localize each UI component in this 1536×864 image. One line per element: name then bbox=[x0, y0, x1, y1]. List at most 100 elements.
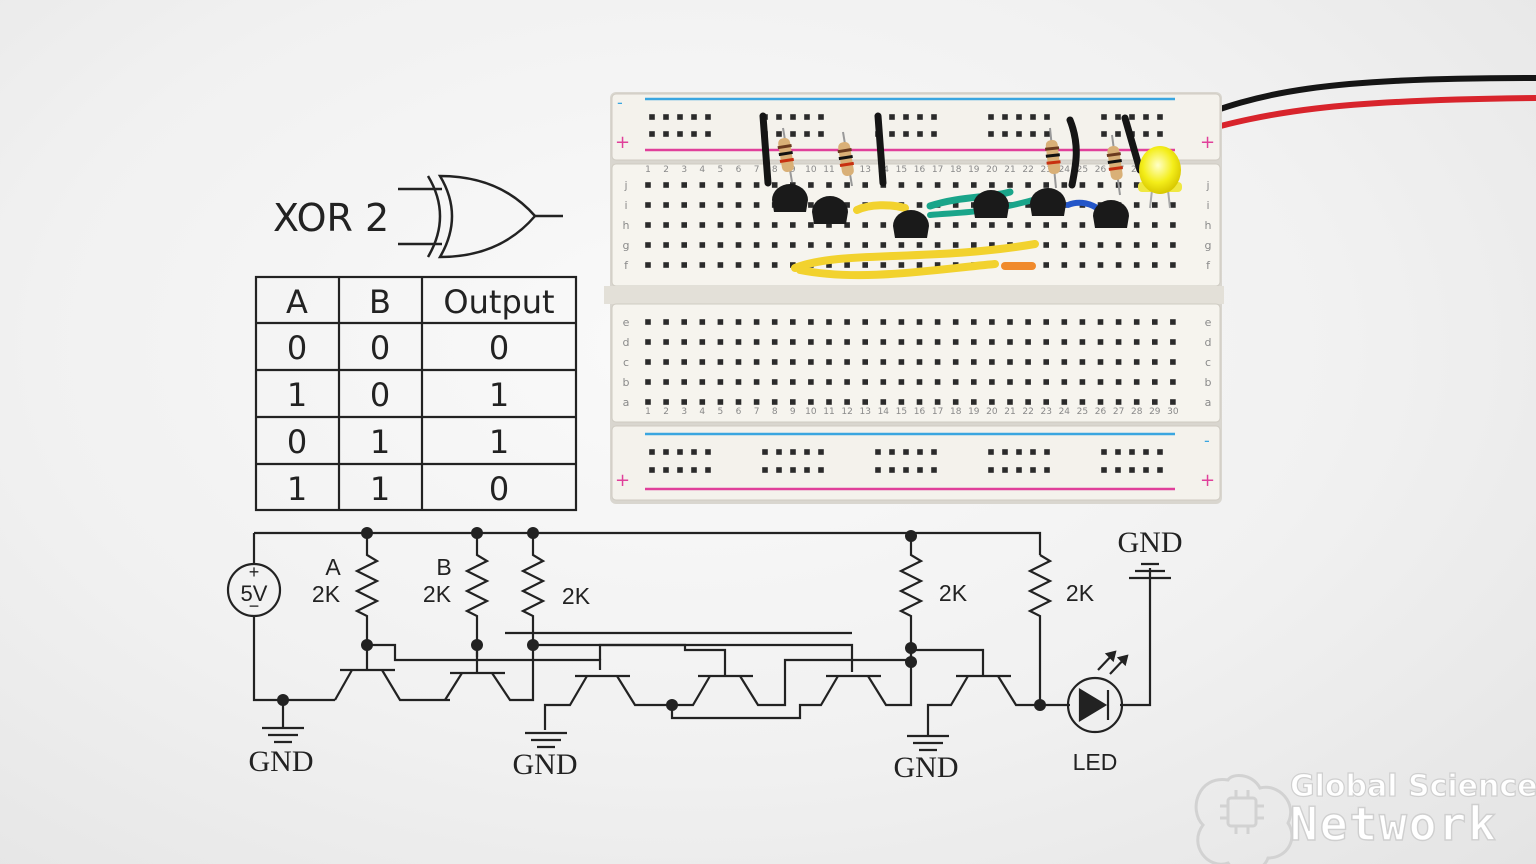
bb-column-number: 15 bbox=[896, 165, 907, 175]
rail-plus-label: + bbox=[615, 132, 630, 153]
bb-hole bbox=[862, 359, 868, 365]
bb-hole bbox=[691, 449, 697, 455]
bb-hole bbox=[663, 222, 669, 228]
bb-hole bbox=[916, 379, 923, 385]
bb-hole bbox=[880, 359, 887, 365]
rail-minus-label: - bbox=[617, 93, 623, 112]
bb-hole bbox=[1133, 399, 1140, 405]
gnd-label-2: GND bbox=[513, 748, 578, 781]
bb-row-label: b bbox=[1205, 376, 1212, 389]
bb-hole bbox=[1002, 449, 1008, 455]
bb-hole bbox=[1152, 262, 1158, 268]
bb-column-number: 19 bbox=[968, 165, 980, 175]
led-label: LED bbox=[1073, 749, 1118, 775]
bb-hole bbox=[952, 379, 959, 385]
bb-row-label: j bbox=[623, 179, 627, 192]
bb-hole bbox=[1143, 114, 1149, 120]
gnd-label-3: GND bbox=[894, 751, 959, 784]
bb-hole bbox=[1016, 449, 1022, 455]
bb-column-number: 9 bbox=[790, 407, 796, 417]
bb-hole bbox=[1025, 202, 1031, 208]
bb-hole bbox=[1133, 182, 1140, 188]
bb-hole bbox=[1097, 182, 1104, 188]
bb-hole bbox=[790, 131, 796, 137]
bb-hole bbox=[1115, 379, 1122, 385]
bb-column-number: 29 bbox=[1149, 407, 1161, 417]
bb-column-number: 19 bbox=[968, 407, 980, 417]
bb-column-number: 8 bbox=[772, 407, 778, 417]
bb-hole bbox=[699, 242, 706, 248]
bb-hole bbox=[988, 114, 994, 120]
bb-column-number: 2 bbox=[663, 165, 669, 175]
bb-hole bbox=[762, 449, 768, 455]
bb-hole bbox=[889, 467, 895, 473]
bb-hole bbox=[1115, 467, 1121, 473]
bb-row-label: c bbox=[1205, 356, 1211, 369]
bb-hole bbox=[1030, 467, 1036, 473]
bb-hole bbox=[663, 182, 669, 188]
bb-hole bbox=[753, 319, 760, 325]
bb-hole bbox=[1170, 222, 1176, 228]
bb-column-number: 3 bbox=[681, 407, 687, 417]
bb-hole bbox=[735, 339, 742, 345]
jumper-black-3 bbox=[1066, 116, 1080, 189]
bb-hole bbox=[1079, 319, 1086, 325]
resistor-b-value: 2K bbox=[423, 581, 452, 607]
bb-column-number: 6 bbox=[736, 407, 742, 417]
bb-hole bbox=[1025, 339, 1031, 345]
bb-hole bbox=[1133, 339, 1140, 345]
bb-hole bbox=[771, 319, 778, 325]
resistor-5-value: 2K bbox=[1066, 580, 1095, 606]
junction-dots bbox=[277, 527, 1046, 711]
bb-hole bbox=[1115, 449, 1121, 455]
bb-hole bbox=[776, 131, 782, 137]
bb-hole bbox=[645, 222, 651, 228]
bb-hole bbox=[1044, 114, 1050, 120]
bb-hole bbox=[771, 379, 778, 385]
led-symbol bbox=[1066, 568, 1152, 734]
bb-column-number: 1 bbox=[645, 165, 651, 175]
transistor-q4 bbox=[598, 643, 911, 707]
bb-hole bbox=[753, 262, 760, 268]
bb-hole bbox=[844, 222, 850, 228]
bb-hole bbox=[663, 359, 669, 365]
bb-hole bbox=[1007, 379, 1013, 385]
bb-column-number: 28 bbox=[1131, 407, 1143, 417]
bb-hole bbox=[1007, 339, 1013, 345]
bb-hole bbox=[952, 339, 959, 345]
bb-hole bbox=[844, 182, 850, 188]
bb-hole bbox=[898, 262, 905, 268]
rail-plus-label-right: + bbox=[1200, 132, 1215, 153]
transistor-5 bbox=[1030, 188, 1066, 216]
bb-row-label: c bbox=[623, 356, 629, 369]
bb-hole bbox=[1133, 202, 1140, 208]
bb-column-number: 18 bbox=[950, 165, 962, 175]
bb-hole bbox=[875, 449, 881, 455]
bb-hole bbox=[1157, 467, 1163, 473]
bb-hole bbox=[753, 359, 760, 365]
bb-hole bbox=[776, 114, 782, 120]
bb-hole bbox=[771, 399, 778, 405]
bb-column-number: 23 bbox=[1040, 165, 1051, 175]
bb-column-number: 4 bbox=[699, 407, 705, 417]
bb-hole bbox=[663, 131, 669, 137]
bb-hole bbox=[753, 339, 760, 345]
resistor-b-name: B bbox=[436, 554, 451, 580]
bb-hole bbox=[771, 339, 778, 345]
transistor-q1 bbox=[283, 645, 450, 702]
bb-hole bbox=[1079, 222, 1086, 228]
bb-hole bbox=[663, 379, 669, 385]
bb-column-number: 10 bbox=[805, 407, 817, 417]
bb-hole bbox=[1016, 131, 1022, 137]
bb-hole bbox=[1025, 399, 1031, 405]
bb-hole bbox=[1025, 182, 1031, 188]
bb-hole bbox=[952, 399, 959, 405]
bb-hole bbox=[1115, 359, 1122, 365]
bb-hole bbox=[1133, 379, 1140, 385]
bb-hole bbox=[771, 182, 778, 188]
bb-hole bbox=[1079, 359, 1086, 365]
bb-hole bbox=[898, 182, 905, 188]
bb-hole bbox=[1025, 222, 1031, 228]
resistor-3 bbox=[520, 533, 546, 645]
tt-cell: 0 bbox=[489, 470, 509, 508]
